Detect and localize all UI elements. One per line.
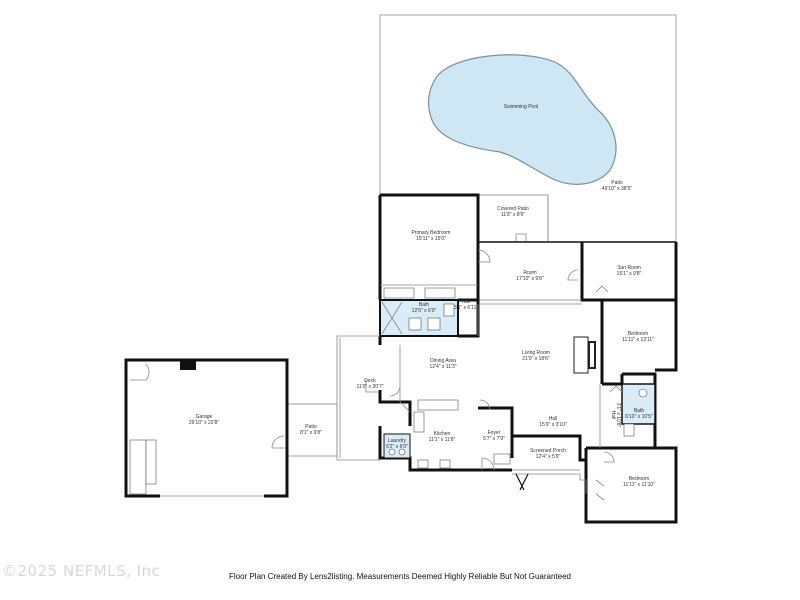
east-bath-label: Bath: [634, 408, 645, 414]
sun-room-dim: 15'1" x 9'8": [617, 271, 642, 277]
kitchen-fixtures: [399, 401, 451, 469]
upper-hall-dim: 3'1" x 6'11": [454, 305, 478, 311]
screened-porch-dim: 12'4" x 5'9": [536, 454, 561, 460]
primary-bath-dim: 12'6" x 6'0": [412, 308, 437, 314]
room-dim: 17'10" x 9'8": [516, 276, 544, 282]
laundry-dim: 5'2" x 6'0": [386, 444, 408, 450]
footer-disclaimer: Floor Plan Created By Lens2listing. Meas…: [229, 572, 571, 581]
living-interior: [389, 304, 601, 448]
east-bedroom-label: Bedroom: [628, 331, 648, 337]
small-patio-label: Patio: [305, 424, 317, 430]
south-bedroom-dim: 11'11" x 11'10": [623, 482, 655, 488]
deck-area: [336, 335, 380, 461]
foyer-door: [481, 453, 511, 471]
east-bath: [609, 383, 656, 437]
upper-hall-label: Hall: [462, 299, 471, 305]
foyer-dim: 5'7" x 7'9": [483, 436, 505, 442]
living-label: Living Room: [522, 350, 550, 356]
watermark: ©2025 NEFMLS, Inc: [2, 562, 161, 580]
covered-patio-area: [477, 194, 549, 243]
swimming-pool: [427, 54, 617, 185]
laundry-label: Laundry: [388, 438, 407, 444]
fireplace: [573, 336, 596, 374]
east-bedroom-dim: 11'11" x 13'11": [622, 337, 654, 343]
main-hall-dim: 15'9" x 3'10": [539, 422, 567, 428]
laundry-area: [383, 433, 411, 459]
primary-bedroom-walls: [378, 193, 480, 300]
dining-label: Dining Area: [430, 358, 456, 364]
deck-dim: 11'0" x 20'7": [356, 384, 383, 390]
east-bath-dim: 6'10" x 10'5": [625, 414, 653, 420]
covered-patio-label: Covered Patio: [497, 206, 529, 212]
patio-label: Patio: [611, 180, 623, 186]
vertical-hall-label: Hall: [610, 411, 616, 420]
screened-porch-label: Screened Porch: [530, 448, 566, 454]
patio-dim: 49'10" x 38'5": [602, 186, 632, 192]
small-patio-dim: 8'1" x 9'8": [300, 430, 322, 436]
deck-label: Deck: [364, 378, 376, 384]
south-bedroom-label: Bedroom: [629, 476, 649, 482]
foyer-label: Foyer: [488, 430, 501, 436]
south-bedroom-closets: [595, 451, 615, 501]
room-label: Room: [523, 270, 536, 276]
garage-label: Garage: [196, 414, 213, 420]
primary-bath-label: Bath: [419, 302, 430, 308]
primary-bedroom-dim: 15'11" x 15'0": [416, 236, 446, 242]
kitchen-dim: 11'1" x 11'8": [429, 437, 456, 443]
garage: [124, 358, 289, 498]
garage-dim: 26'10" x 22'8": [189, 420, 219, 426]
room-walls: [477, 241, 678, 305]
living-dim: 21'0" x 18'6": [522, 356, 550, 362]
pool-label: Swimming Pool: [504, 104, 538, 110]
covered-patio-dim: 11'8" x 8'6": [501, 212, 525, 218]
primary-bedroom-label: Primary Bedroom: [412, 230, 451, 236]
main-hall-label: Hall: [549, 416, 558, 422]
room-labels: Swimming Pool Patio 49'10" x 38'5" Cover…: [189, 104, 655, 488]
screened-porch-door: [515, 473, 529, 491]
kitchen-label: Kitchen: [434, 431, 451, 437]
vertical-hall-dim: 3'1" x 10'8": [615, 403, 621, 428]
primary-bath: [379, 298, 480, 338]
dining-dim: 12'4" x 11'3": [429, 364, 456, 370]
sun-room-label: Sun Room: [617, 265, 641, 271]
